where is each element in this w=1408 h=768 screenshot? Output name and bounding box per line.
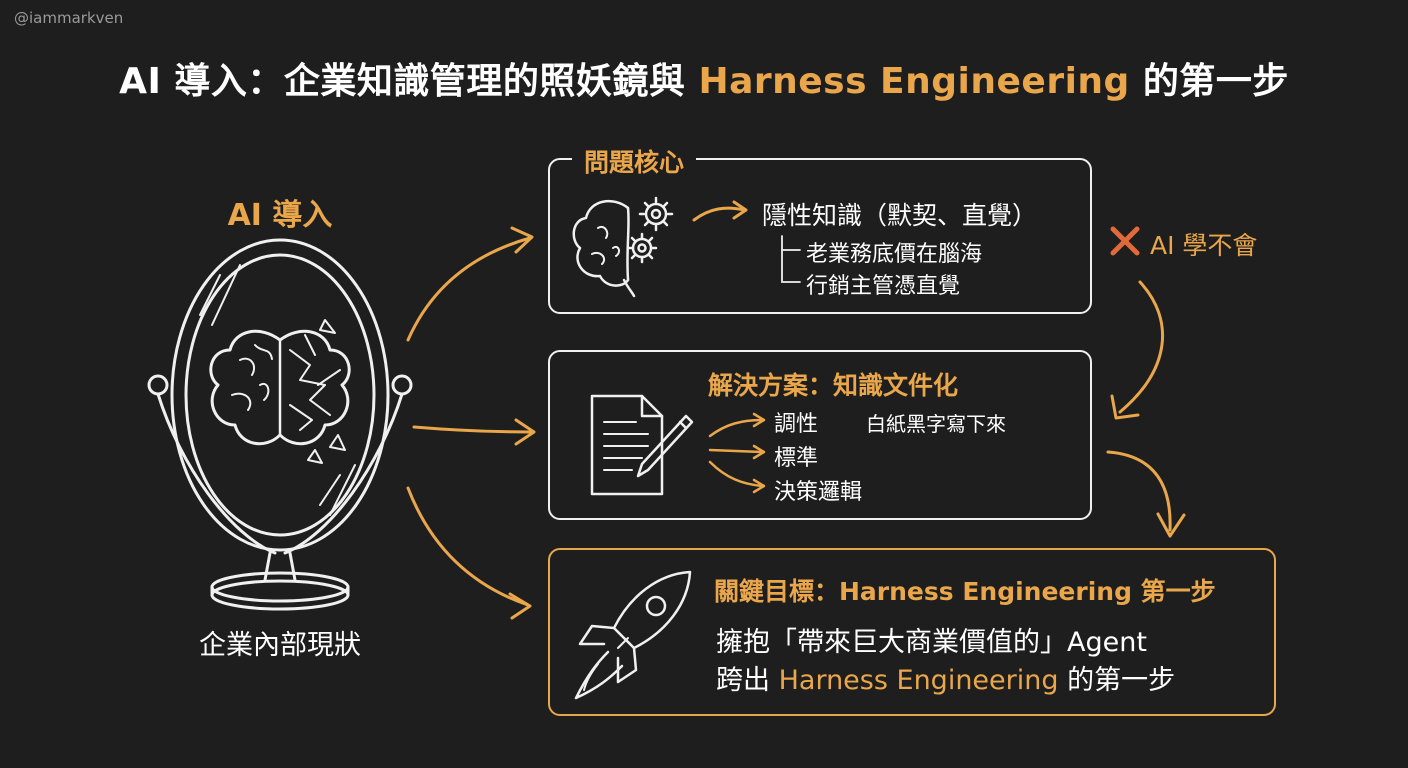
brain-gears-icon: [572, 196, 674, 298]
goal-heading: 關鍵目標：Harness Engineering 第一步: [714, 577, 1216, 606]
goal-line-1: 擁抱「帶來巨大商業價值的」Agent: [716, 627, 1147, 658]
solution-heading: 解決方案：知識文件化: [708, 371, 959, 400]
problem-tree-lines: [781, 235, 801, 283]
arrow-to-problem: [406, 236, 532, 342]
title-part1: AI 導入：企業知識管理的照妖鏡與: [119, 61, 699, 102]
title-accent: Harness Engineering: [698, 61, 1130, 102]
arrow-to-goal: [406, 486, 530, 607]
goal-line-2: 跨出 Harness Engineering 的第一步: [716, 658, 1175, 697]
problem-heading: 問題核心: [572, 143, 697, 179]
mirror-caption: 企業內部現狀: [199, 630, 361, 661]
solution-item-1: 調性: [774, 412, 819, 437]
problem-item-2: 行銷主管憑直覺: [806, 274, 961, 299]
solution-item-3: 決策邏輯: [774, 480, 863, 505]
problem-arrow-icon: [692, 200, 748, 222]
goal-line-2-prefix: 跨出: [716, 665, 779, 696]
mirror-illustration: [147, 238, 413, 611]
arrow-solution-to-goal: [1106, 450, 1172, 532]
goal-line-2-suffix: 的第一步: [1058, 665, 1176, 696]
document-pen-icon: [590, 394, 694, 496]
problem-item-1: 老業務底價在腦海: [806, 242, 983, 267]
solution-note: 白紙黑字寫下來: [866, 412, 1006, 436]
mirror-label: AI 導入: [227, 198, 333, 233]
arrow-to-solution: [412, 425, 534, 434]
cross-icon: [1110, 226, 1140, 256]
solution-box: [548, 350, 1092, 520]
problem-box: [548, 158, 1092, 314]
title-part2: 的第一步: [1129, 61, 1289, 102]
solution-item-2: 標準: [774, 446, 819, 471]
arrow-problem-to-solution: [1118, 280, 1164, 414]
solution-branch-arrows: [708, 412, 766, 494]
page-title: AI 導入：企業知識管理的照妖鏡與 Harness Engineering 的第…: [0, 52, 1408, 104]
ai-cannot-learn-label: AI 學不會: [1150, 231, 1258, 260]
goal-line-2-accent: Harness Engineering: [778, 665, 1059, 696]
watermark: @iammarkven: [14, 9, 124, 27]
problem-main: 隱性知識（默契、直覺）: [762, 201, 1038, 230]
goal-box: [548, 548, 1276, 716]
rocket-icon: [574, 570, 692, 700]
